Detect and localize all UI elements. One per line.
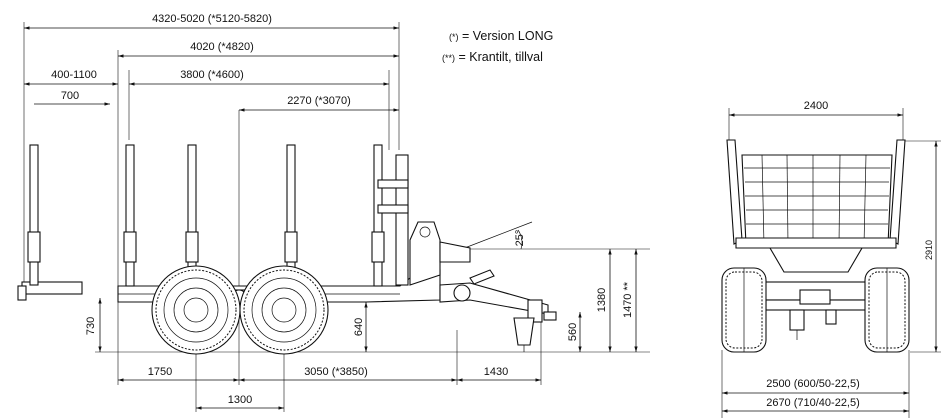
- label-front-extension: 400-1100: [51, 69, 97, 81]
- rear-bunk: [726, 139, 906, 273]
- label-front-to-bogie: 1750: [148, 366, 172, 378]
- label-bogie-to-hitch: 3050 (*3850): [304, 366, 368, 378]
- label-width-narrow-tires: 2500 (600/50-22,5): [766, 378, 860, 390]
- rear-tire-right: [864, 267, 910, 353]
- tilt-angle-line: [461, 221, 533, 250]
- legend-crane-tilt: (**) = Krantilt, tillval: [442, 50, 543, 64]
- label-height-partial: 2910: [924, 240, 934, 260]
- label-width-wide-tires: 2670 (710/40-22,5): [766, 397, 860, 409]
- stakes: [123, 144, 385, 287]
- rear-view: 2400 2500 (600/50-22,5) 2670 (710/40-22,…: [721, 100, 941, 418]
- label-height-640: 640: [353, 318, 365, 336]
- wheel-rear: [239, 265, 329, 355]
- tilt-angle-arc: [517, 229, 523, 250]
- crane-column: [377, 154, 471, 286]
- label-wheelbase: 1300: [228, 394, 252, 406]
- label-frame-length: 4020 (*4820): [190, 41, 254, 53]
- rear-tire-left: [721, 267, 767, 353]
- label-height-730: 730: [85, 317, 97, 335]
- label-hitch-length: 1430: [484, 366, 508, 378]
- drawbar: [439, 269, 557, 352]
- legend-version-long: (*) = Version LONG: [449, 29, 553, 43]
- front-extension-beam: [17, 144, 83, 301]
- label-load-length: 3800 (*4600): [180, 69, 244, 81]
- rear-chassis: [757, 281, 875, 340]
- label-front-extension-step: 700: [61, 90, 79, 102]
- label-bunk-width: 2400: [804, 100, 828, 112]
- label-overall-length: 4320-5020 (*5120-5820): [152, 13, 272, 25]
- label-rear-to-axle: 2270 (*3070): [287, 95, 351, 107]
- label-tilt-angle: 25°: [514, 230, 526, 247]
- label-height-560: 560: [567, 323, 579, 341]
- wheel-front: [151, 265, 241, 355]
- side-view: 4320-5020 (*5120-5820) 4020 (*4820) 3800…: [17, 13, 650, 412]
- legend: (*) = Version LONG (**) = Krantilt, till…: [442, 29, 553, 64]
- label-height-1470: 1470 **: [622, 281, 634, 318]
- label-height-1380: 1380: [596, 288, 608, 312]
